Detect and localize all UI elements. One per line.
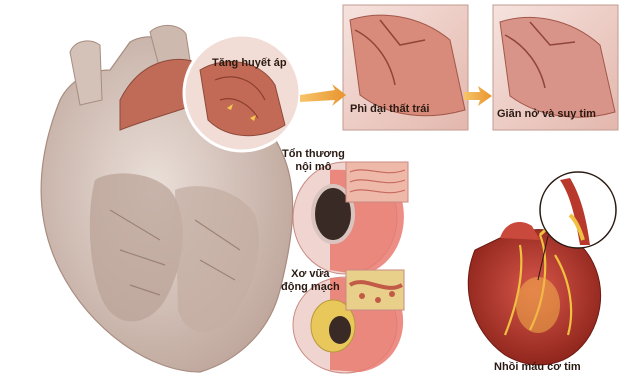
dilation-failure-label: Giãn nở và suy tim <box>497 108 596 121</box>
myocardial-infarction-label: Nhồi máu cơ tim <box>494 361 581 374</box>
endothelial-vessel <box>293 162 408 275</box>
myocardial-infarction-heart <box>468 172 616 365</box>
hypertension-label: Tăng huyết áp <box>212 57 287 70</box>
endothelial-injury-label: Tổn thương nội mô <box>282 148 345 174</box>
lv-hypertrophy-label: Phì đại thất trái <box>350 103 429 116</box>
atherosclerosis-label: Xơ vữa động mạch <box>281 268 340 294</box>
arrow-to-hypertrophy <box>300 84 346 106</box>
